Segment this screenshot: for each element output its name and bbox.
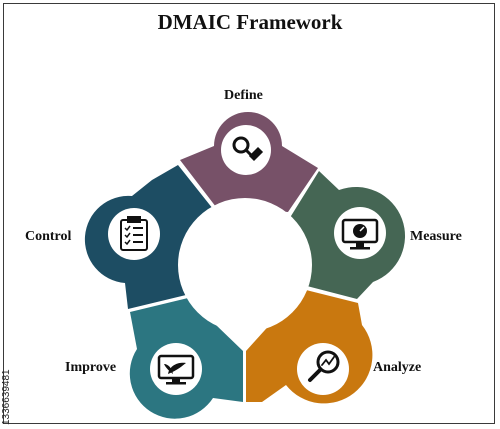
stage-label-analyze: Analyze: [373, 360, 422, 375]
diagram-title: DMAIC Framework: [157, 10, 343, 34]
stock-id-text: 1336639481: [1, 369, 12, 425]
stage-label-improve: Improve: [65, 360, 117, 375]
monitor-growth-icon: [157, 354, 195, 385]
center-hole: [178, 198, 312, 332]
magnifier-pencil-icon: [232, 136, 264, 162]
stage-label-define: Define: [224, 88, 263, 103]
stage-label-control: Control: [25, 229, 72, 244]
monitor-gauge-icon: [341, 218, 379, 250]
clipboard-checklist-icon: [120, 216, 148, 251]
stage-label-measure: Measure: [410, 229, 462, 244]
page-frame: [3, 3, 495, 424]
magnifier-trend-icon: [308, 350, 340, 382]
